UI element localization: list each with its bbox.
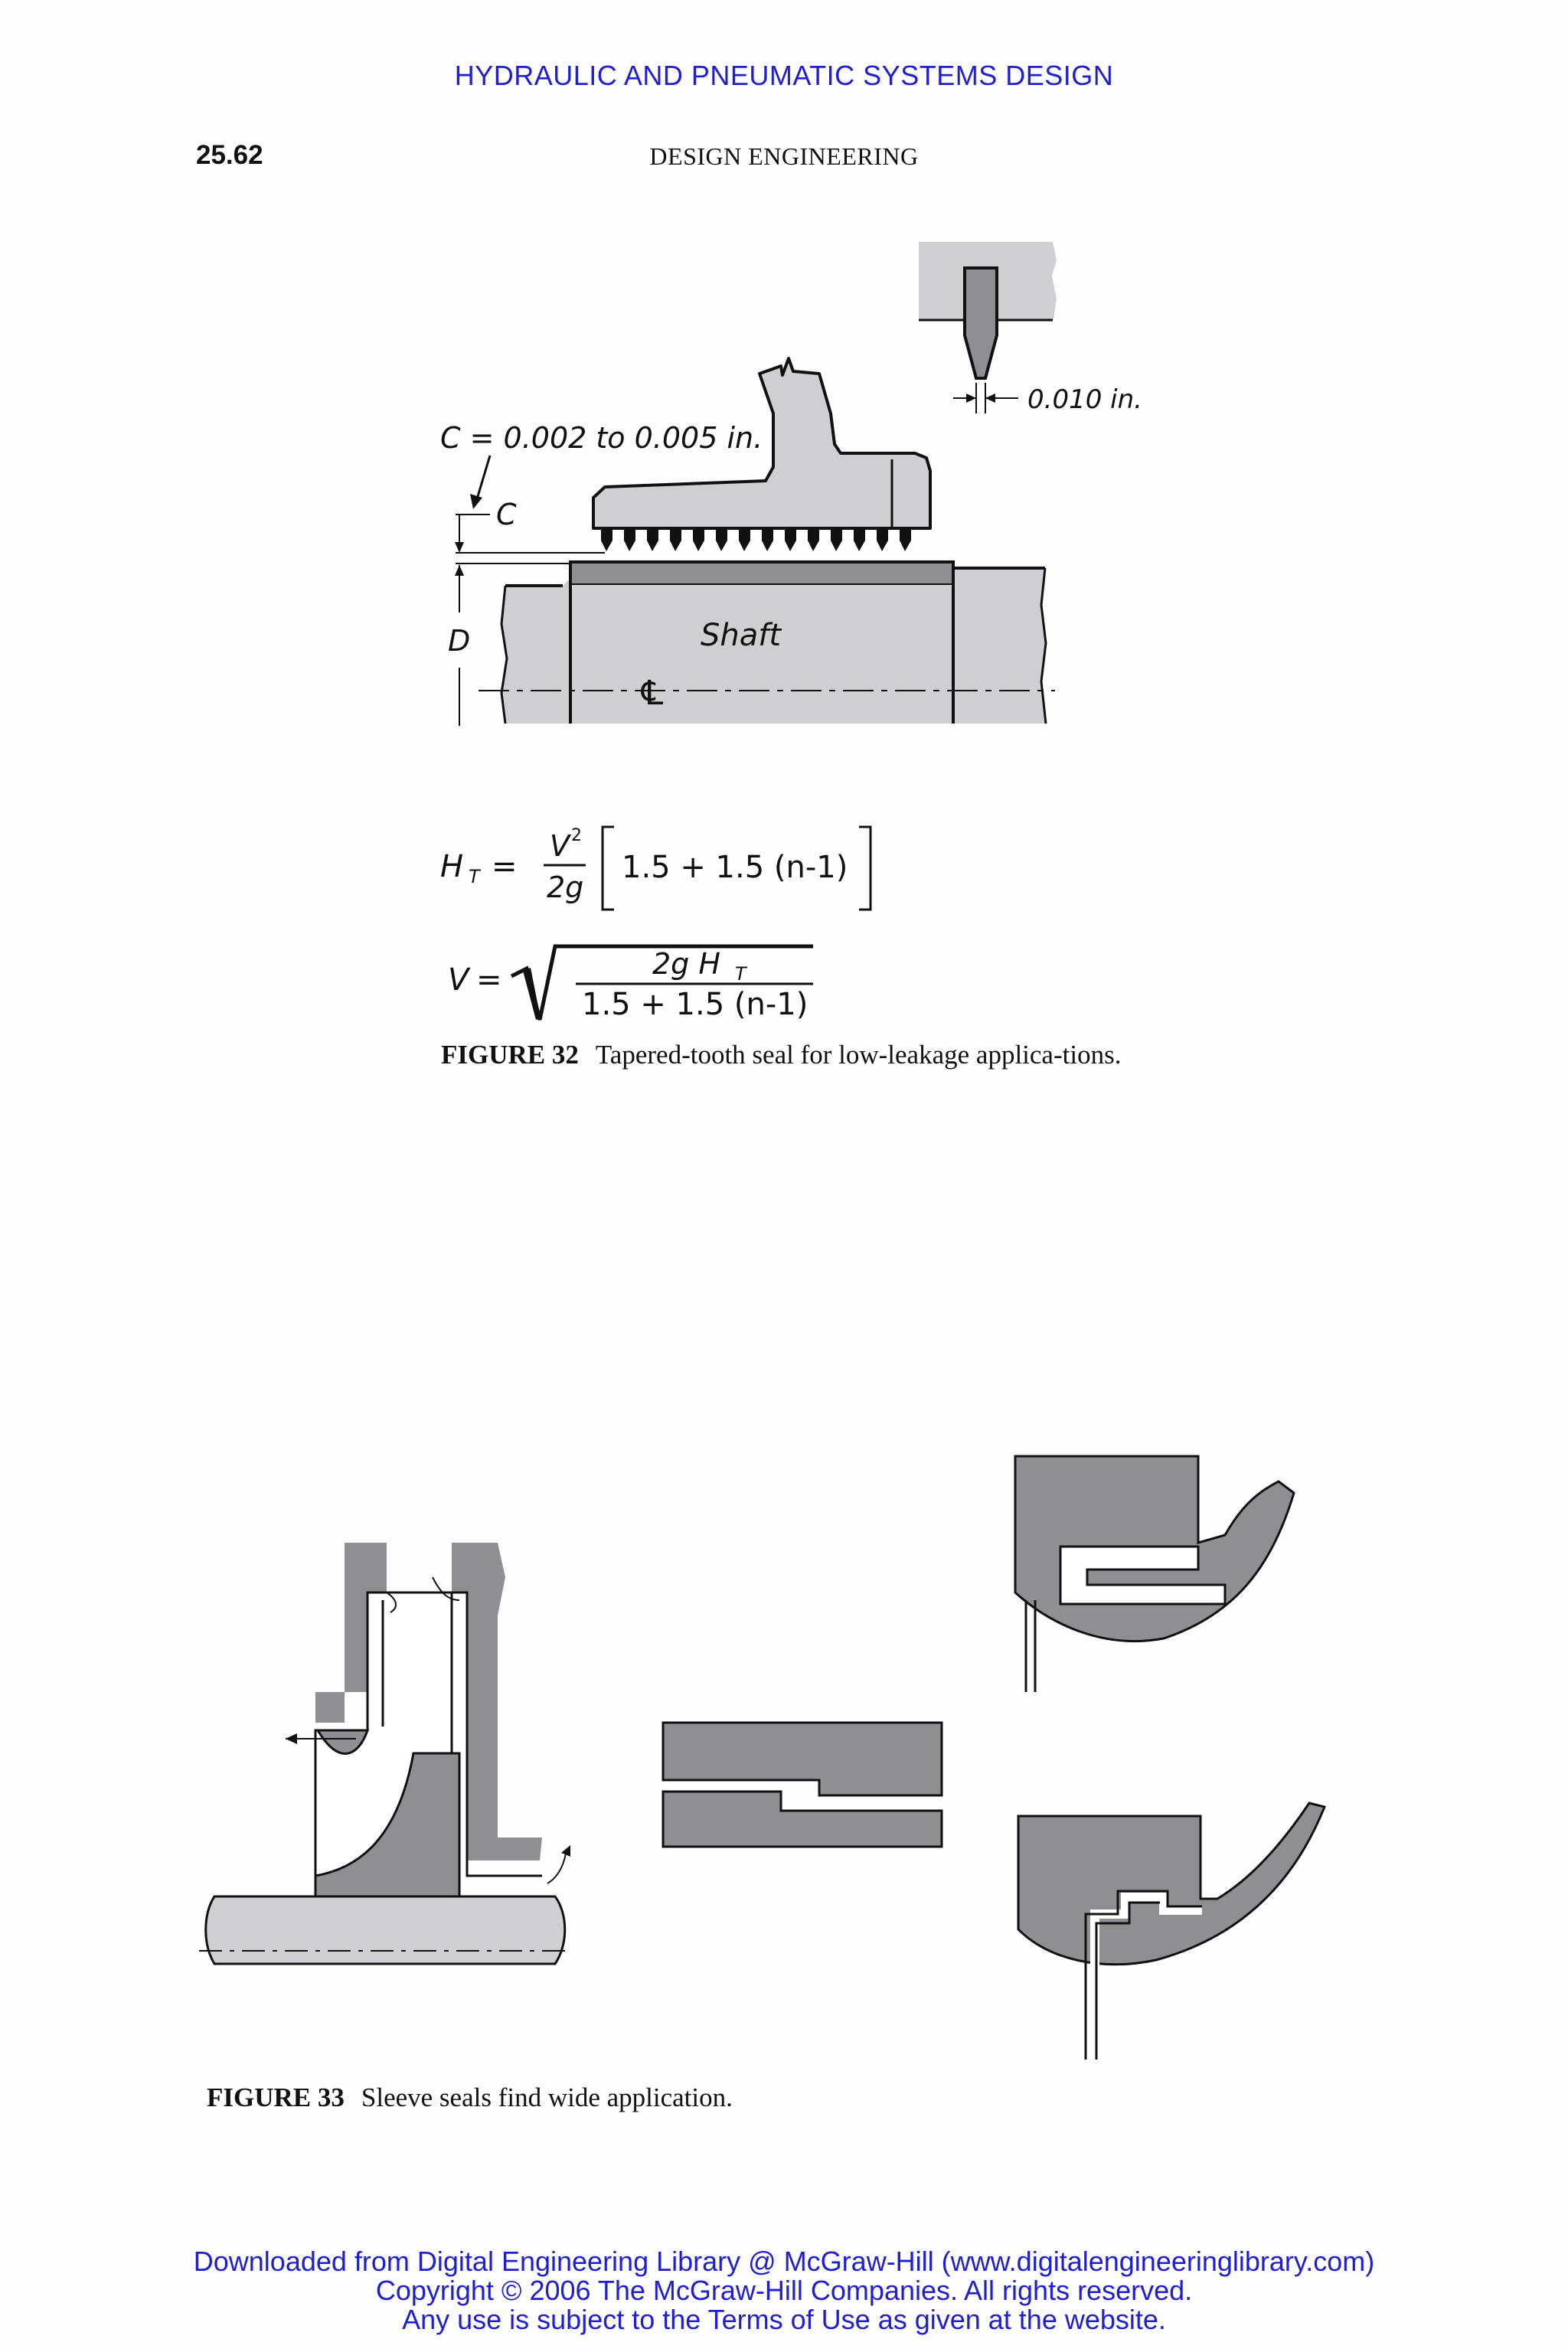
svg-text:=: = — [476, 962, 502, 998]
footer-line-download[interactable]: Downloaded from Digital Engineering Libr… — [193, 2246, 1375, 2277]
eq1-numerator-sup: 2 — [571, 826, 582, 845]
footer-line-terms[interactable]: Any use is subject to the Terms of Use a… — [402, 2304, 1166, 2335]
eq1-lhs-sub: T — [469, 866, 482, 887]
figure32-equations: H T = V 2 2g 1.5 + 1.5 (n-1) V = 2g H T … — [440, 825, 872, 1022]
svg-text:=: = — [492, 849, 518, 884]
eq1-lhs: H — [440, 849, 463, 884]
eq1-denominator: 2g — [547, 871, 583, 904]
footer[interactable]: Downloaded from Digital Engineering Libr… — [0, 2247, 1568, 2334]
page-number: 25.62 — [196, 140, 263, 170]
clearance-range-label: C = 0.002 to 0.005 in. — [440, 421, 763, 455]
diameter-symbol: D — [448, 624, 470, 658]
eq1-bracket-expression: 1.5 + 1.5 (n-1) — [622, 850, 848, 885]
eq2-numerator-sub: T — [735, 963, 748, 985]
figure32-caption-text: Tapered-tooth seal for low-leakage appli… — [595, 1040, 1122, 1070]
shaft-label: Shaft — [701, 618, 782, 653]
tooth-tip-label: 0.010 in. — [1027, 384, 1142, 415]
eq2-lhs: V — [448, 962, 471, 998]
running-header[interactable]: HYDRAULIC AND PNEUMATIC SYSTEMS DESIGN — [454, 60, 1114, 91]
clearance-symbol: C — [496, 498, 517, 531]
figure33-drawing — [199, 1455, 1327, 2060]
centerline-symbol: ℄ — [641, 674, 664, 713]
figure32-drawing: 0.010 in. ℄ Shaft C = 0.002 to 0.005 in.… — [440, 242, 1142, 726]
eq2-numerator: 2g H — [652, 947, 720, 981]
figure33-caption-label: FIGURE 33 — [207, 2082, 345, 2112]
eq2-denominator: 1.5 + 1.5 (n-1) — [582, 987, 808, 1022]
figure33-caption: FIGURE 33 Sleeve seals find wide applicat… — [207, 2082, 1125, 2113]
figure32-caption: FIGURE 32 Tapered-tooth seal for low-leak… — [441, 1040, 1145, 1070]
eq1-numerator: V — [550, 829, 572, 863]
section-title: DESIGN ENGINEERING — [649, 142, 919, 170]
figure32-caption-label: FIGURE 32 — [441, 1040, 579, 1070]
figure33-caption-text: Sleeve seals find wide application. — [361, 2082, 733, 2112]
footer-line-copyright: Copyright © 2006 The McGraw-Hill Compani… — [375, 2275, 1193, 2306]
